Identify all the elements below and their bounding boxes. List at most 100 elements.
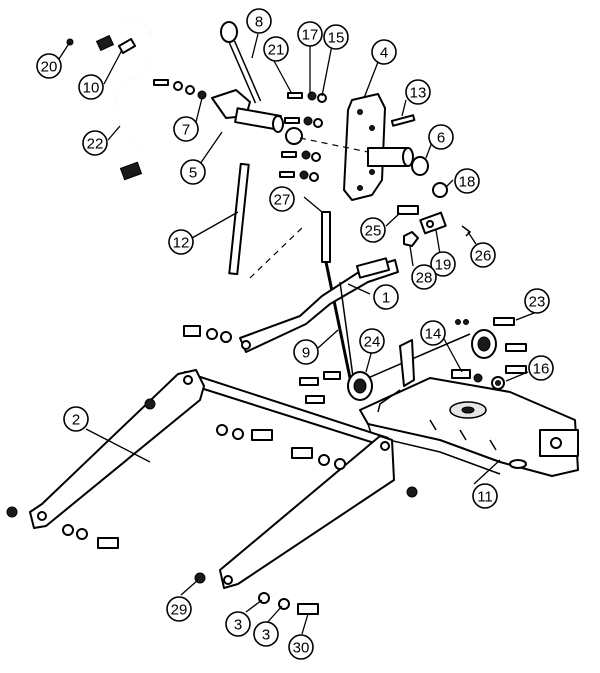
callout-circle: [168, 229, 194, 255]
callout-label: 15: [328, 30, 345, 47]
callout-label: 11: [477, 489, 493, 506]
hex-nut-part: [403, 231, 419, 247]
callout-11: 11: [472, 483, 498, 509]
callout-label: 22: [87, 136, 104, 153]
callout-label: 17: [302, 27, 319, 44]
pin-part: [390, 114, 416, 127]
callout-24: 24: [359, 328, 385, 354]
callout-circle: [428, 124, 454, 150]
lever-mount-part: [211, 89, 284, 133]
callout-label: 30: [293, 640, 310, 657]
control-lever-part: [220, 21, 262, 104]
callout-circle: [528, 355, 554, 381]
callout-circle: [430, 251, 456, 277]
callout-label: 21: [268, 42, 285, 59]
callout-circle: [173, 116, 199, 142]
callout-circle: [225, 611, 251, 637]
washer-set: [183, 325, 232, 343]
callout-18: 18: [454, 168, 480, 194]
callout-label: 23: [529, 294, 546, 311]
callout-circle: [359, 328, 385, 354]
callout-label: 24: [364, 334, 381, 351]
callout-label: 29: [171, 602, 188, 619]
callout-circle: [293, 339, 319, 365]
callout-10: 10: [78, 74, 104, 100]
callout-12: 12: [168, 229, 194, 255]
callout-label: 3: [234, 617, 242, 634]
callout-label: 16: [533, 361, 550, 378]
callout-14: 14: [420, 320, 446, 346]
idler-pulley-part: [347, 371, 373, 401]
callout-circle: [360, 217, 386, 243]
side-frame-part: [29, 369, 395, 589]
callout-label: 3: [262, 627, 270, 644]
callout-label: 26: [475, 248, 492, 265]
callout-label: 9: [302, 345, 310, 362]
callout-27: 27: [269, 186, 295, 212]
callout-3: 3: [225, 611, 251, 637]
callout-15: 15: [323, 24, 349, 50]
callout-label: 18: [459, 174, 476, 191]
bushing-part: [411, 156, 429, 176]
frame-hardware: [6, 398, 418, 615]
callout-20: 20: [36, 53, 62, 79]
callout-label: 7: [182, 122, 190, 139]
callout-30: 30: [288, 634, 314, 660]
callout-circle: [411, 264, 437, 290]
callout-26: 26: [470, 242, 496, 268]
callout-circle: [253, 621, 279, 647]
callout-label: 13: [410, 85, 427, 102]
callout-circle: [371, 39, 397, 65]
callout-label: 10: [83, 80, 100, 97]
callout-21: 21: [263, 36, 289, 62]
clevis-part: [419, 211, 447, 235]
control-rod-part: [228, 162, 250, 276]
callout-circle: [246, 8, 272, 34]
callout-13: 13: [405, 79, 431, 105]
cotter-pin-part: [461, 225, 472, 237]
callout-circle: [472, 483, 498, 509]
callout-16: 16: [528, 355, 554, 381]
callout-label: 20: [41, 59, 58, 76]
mounting-plate-part: [343, 93, 414, 201]
callout-label: 4: [380, 45, 388, 62]
callout-circle: [36, 53, 62, 79]
callout-bubbles: 1233456789101112131415161718192021222324…: [36, 8, 554, 660]
wiring-harness-part: [95, 17, 154, 181]
callout-7: 7: [173, 116, 199, 142]
callout-4: 4: [371, 39, 397, 65]
callout-circle: [180, 159, 206, 185]
lock-nut-part: [432, 182, 448, 198]
callout-label: 8: [255, 14, 263, 31]
callout-label: 27: [274, 192, 291, 209]
callout-circle: [420, 320, 446, 346]
leader-lines: [56, 33, 535, 635]
callout-circle: [166, 596, 192, 622]
drive-pulley-part: [471, 329, 497, 359]
callout-3: 3: [253, 621, 279, 647]
callout-label: 2: [72, 412, 80, 429]
bolt-set: [299, 371, 341, 404]
spring-rod-part: [321, 211, 352, 379]
callout-circle: [82, 130, 108, 156]
callout-circle: [405, 79, 431, 105]
callout-circle: [373, 284, 399, 310]
callout-circle: [470, 242, 496, 268]
callout-label: 14: [425, 326, 442, 343]
callout-23: 23: [524, 288, 550, 314]
callout-5: 5: [180, 159, 206, 185]
callout-label: 1: [382, 290, 390, 307]
callout-circle: [263, 36, 289, 62]
callout-22: 22: [82, 130, 108, 156]
bolt-part: [397, 205, 419, 215]
callout-label: 19: [435, 257, 452, 274]
base-frame-part: [359, 339, 579, 477]
callout-2: 2: [63, 406, 89, 432]
callout-circle: [297, 21, 323, 47]
callout-circle: [78, 74, 104, 100]
callout-17: 17: [297, 21, 323, 47]
callout-9: 9: [293, 339, 319, 365]
callout-28: 28: [411, 264, 437, 290]
callout-circle: [454, 168, 480, 194]
